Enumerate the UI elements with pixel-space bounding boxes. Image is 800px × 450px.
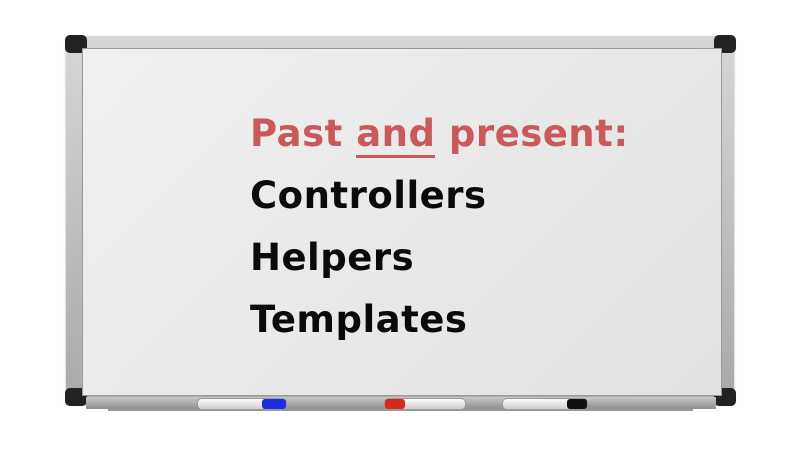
line-helpers: Helpers xyxy=(250,236,415,279)
black-marker xyxy=(502,398,588,410)
heading-part: Past xyxy=(250,112,357,155)
line-templates: Templates xyxy=(250,298,468,341)
heading: Past and present: xyxy=(250,112,629,158)
red-marker xyxy=(384,398,466,410)
heading-part: present: xyxy=(435,112,629,155)
frame-corner-bottom-left xyxy=(65,388,87,406)
line-controllers: Controllers xyxy=(250,174,487,217)
whiteboard-surface xyxy=(82,48,722,396)
red-marker-cap xyxy=(385,399,405,409)
marker-tray-lip xyxy=(108,409,693,411)
black-marker-cap xyxy=(567,399,587,409)
heading-underlined-word: and xyxy=(356,112,436,158)
blue-marker xyxy=(197,398,287,410)
frame-corner-top-left xyxy=(65,35,87,53)
blue-marker-cap xyxy=(262,399,286,409)
